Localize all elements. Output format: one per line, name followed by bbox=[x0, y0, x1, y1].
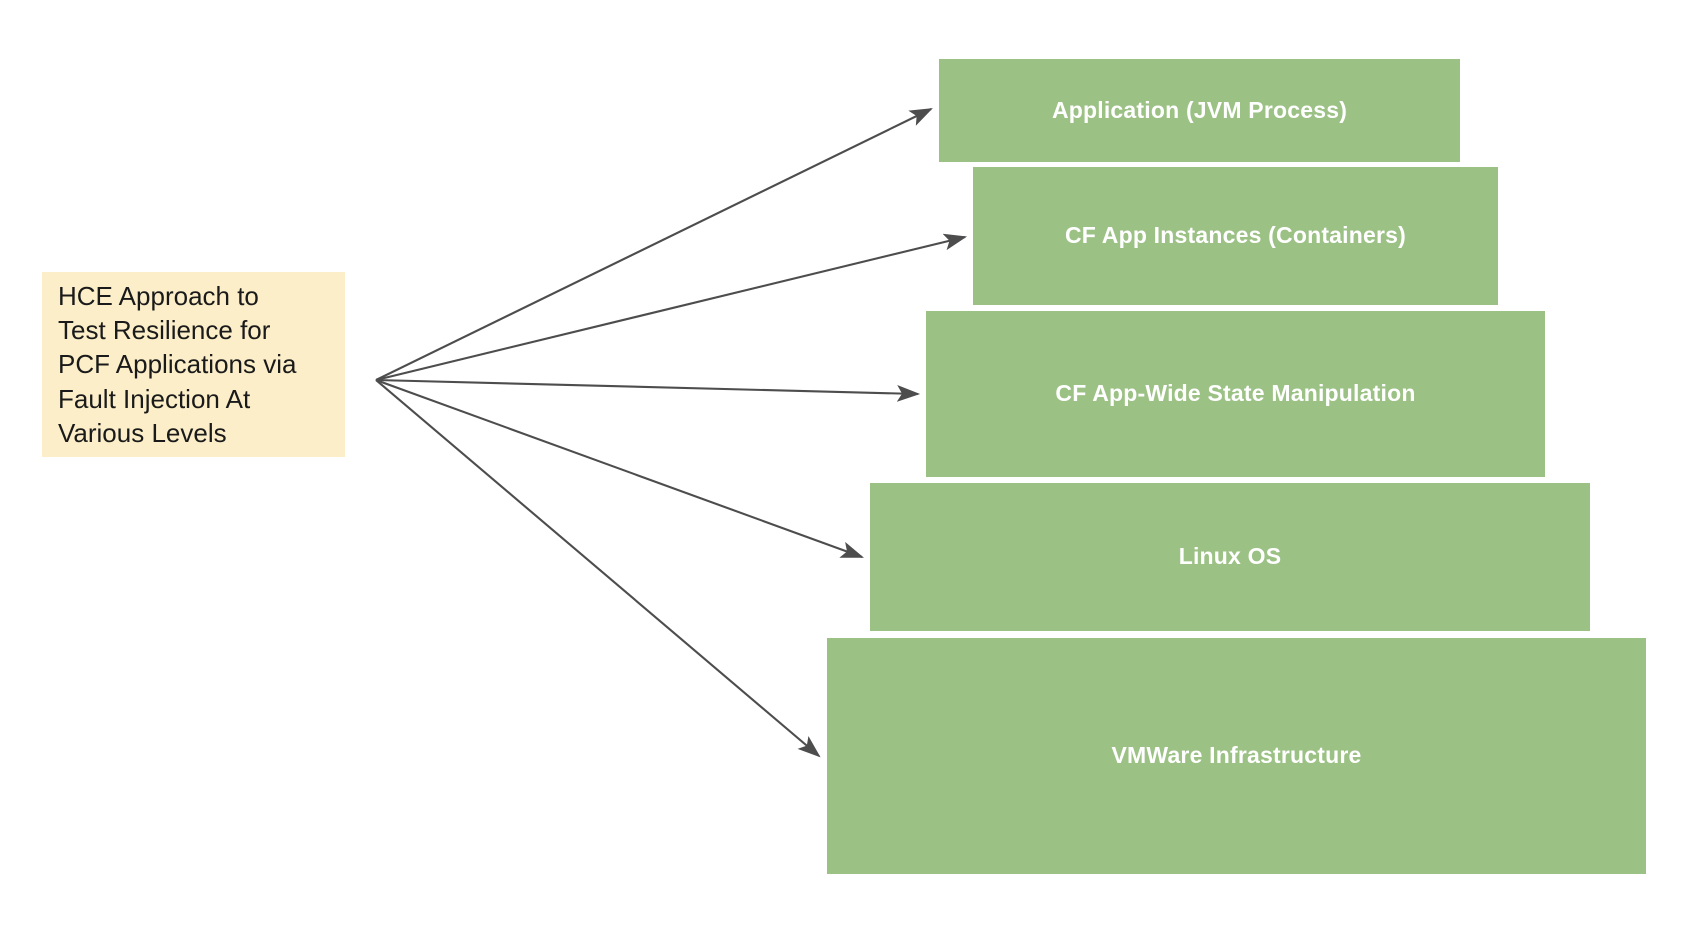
layer-box-label: CF App-Wide State Manipulation bbox=[1055, 380, 1416, 407]
layer-box-cf-app-wide-state-manipulation[interactable]: CF App-Wide State Manipulation bbox=[925, 310, 1546, 478]
layer-box-vmware-infrastructure[interactable]: VMWare Infrastructure bbox=[826, 637, 1647, 875]
layer-box-label: VMWare Infrastructure bbox=[1111, 742, 1362, 769]
layer-box-cf-app-instances-containers[interactable]: CF App Instances (Containers) bbox=[972, 166, 1499, 306]
hce-approach-note: HCE Approach to Test Resilience for PCF … bbox=[42, 272, 345, 457]
arrow-to-layer-3 bbox=[375, 379, 864, 558]
layer-box-linux-os[interactable]: Linux OS bbox=[869, 482, 1591, 632]
layer-box-application-jvm-process[interactable]: Application (JVM Process) bbox=[938, 58, 1461, 163]
arrow-to-layer-0 bbox=[375, 108, 933, 381]
arrow-to-layer-4 bbox=[375, 379, 821, 758]
arrow-to-layer-2 bbox=[375, 378, 921, 402]
layer-box-label: Linux OS bbox=[1178, 543, 1282, 570]
arrow-to-layer-1 bbox=[375, 233, 968, 382]
layer-box-label: Application (JVM Process) bbox=[1051, 96, 1348, 123]
layer-box-label: CF App Instances (Containers) bbox=[1064, 222, 1407, 249]
hce-approach-note-text: HCE Approach to Test Resilience for PCF … bbox=[58, 280, 297, 448]
